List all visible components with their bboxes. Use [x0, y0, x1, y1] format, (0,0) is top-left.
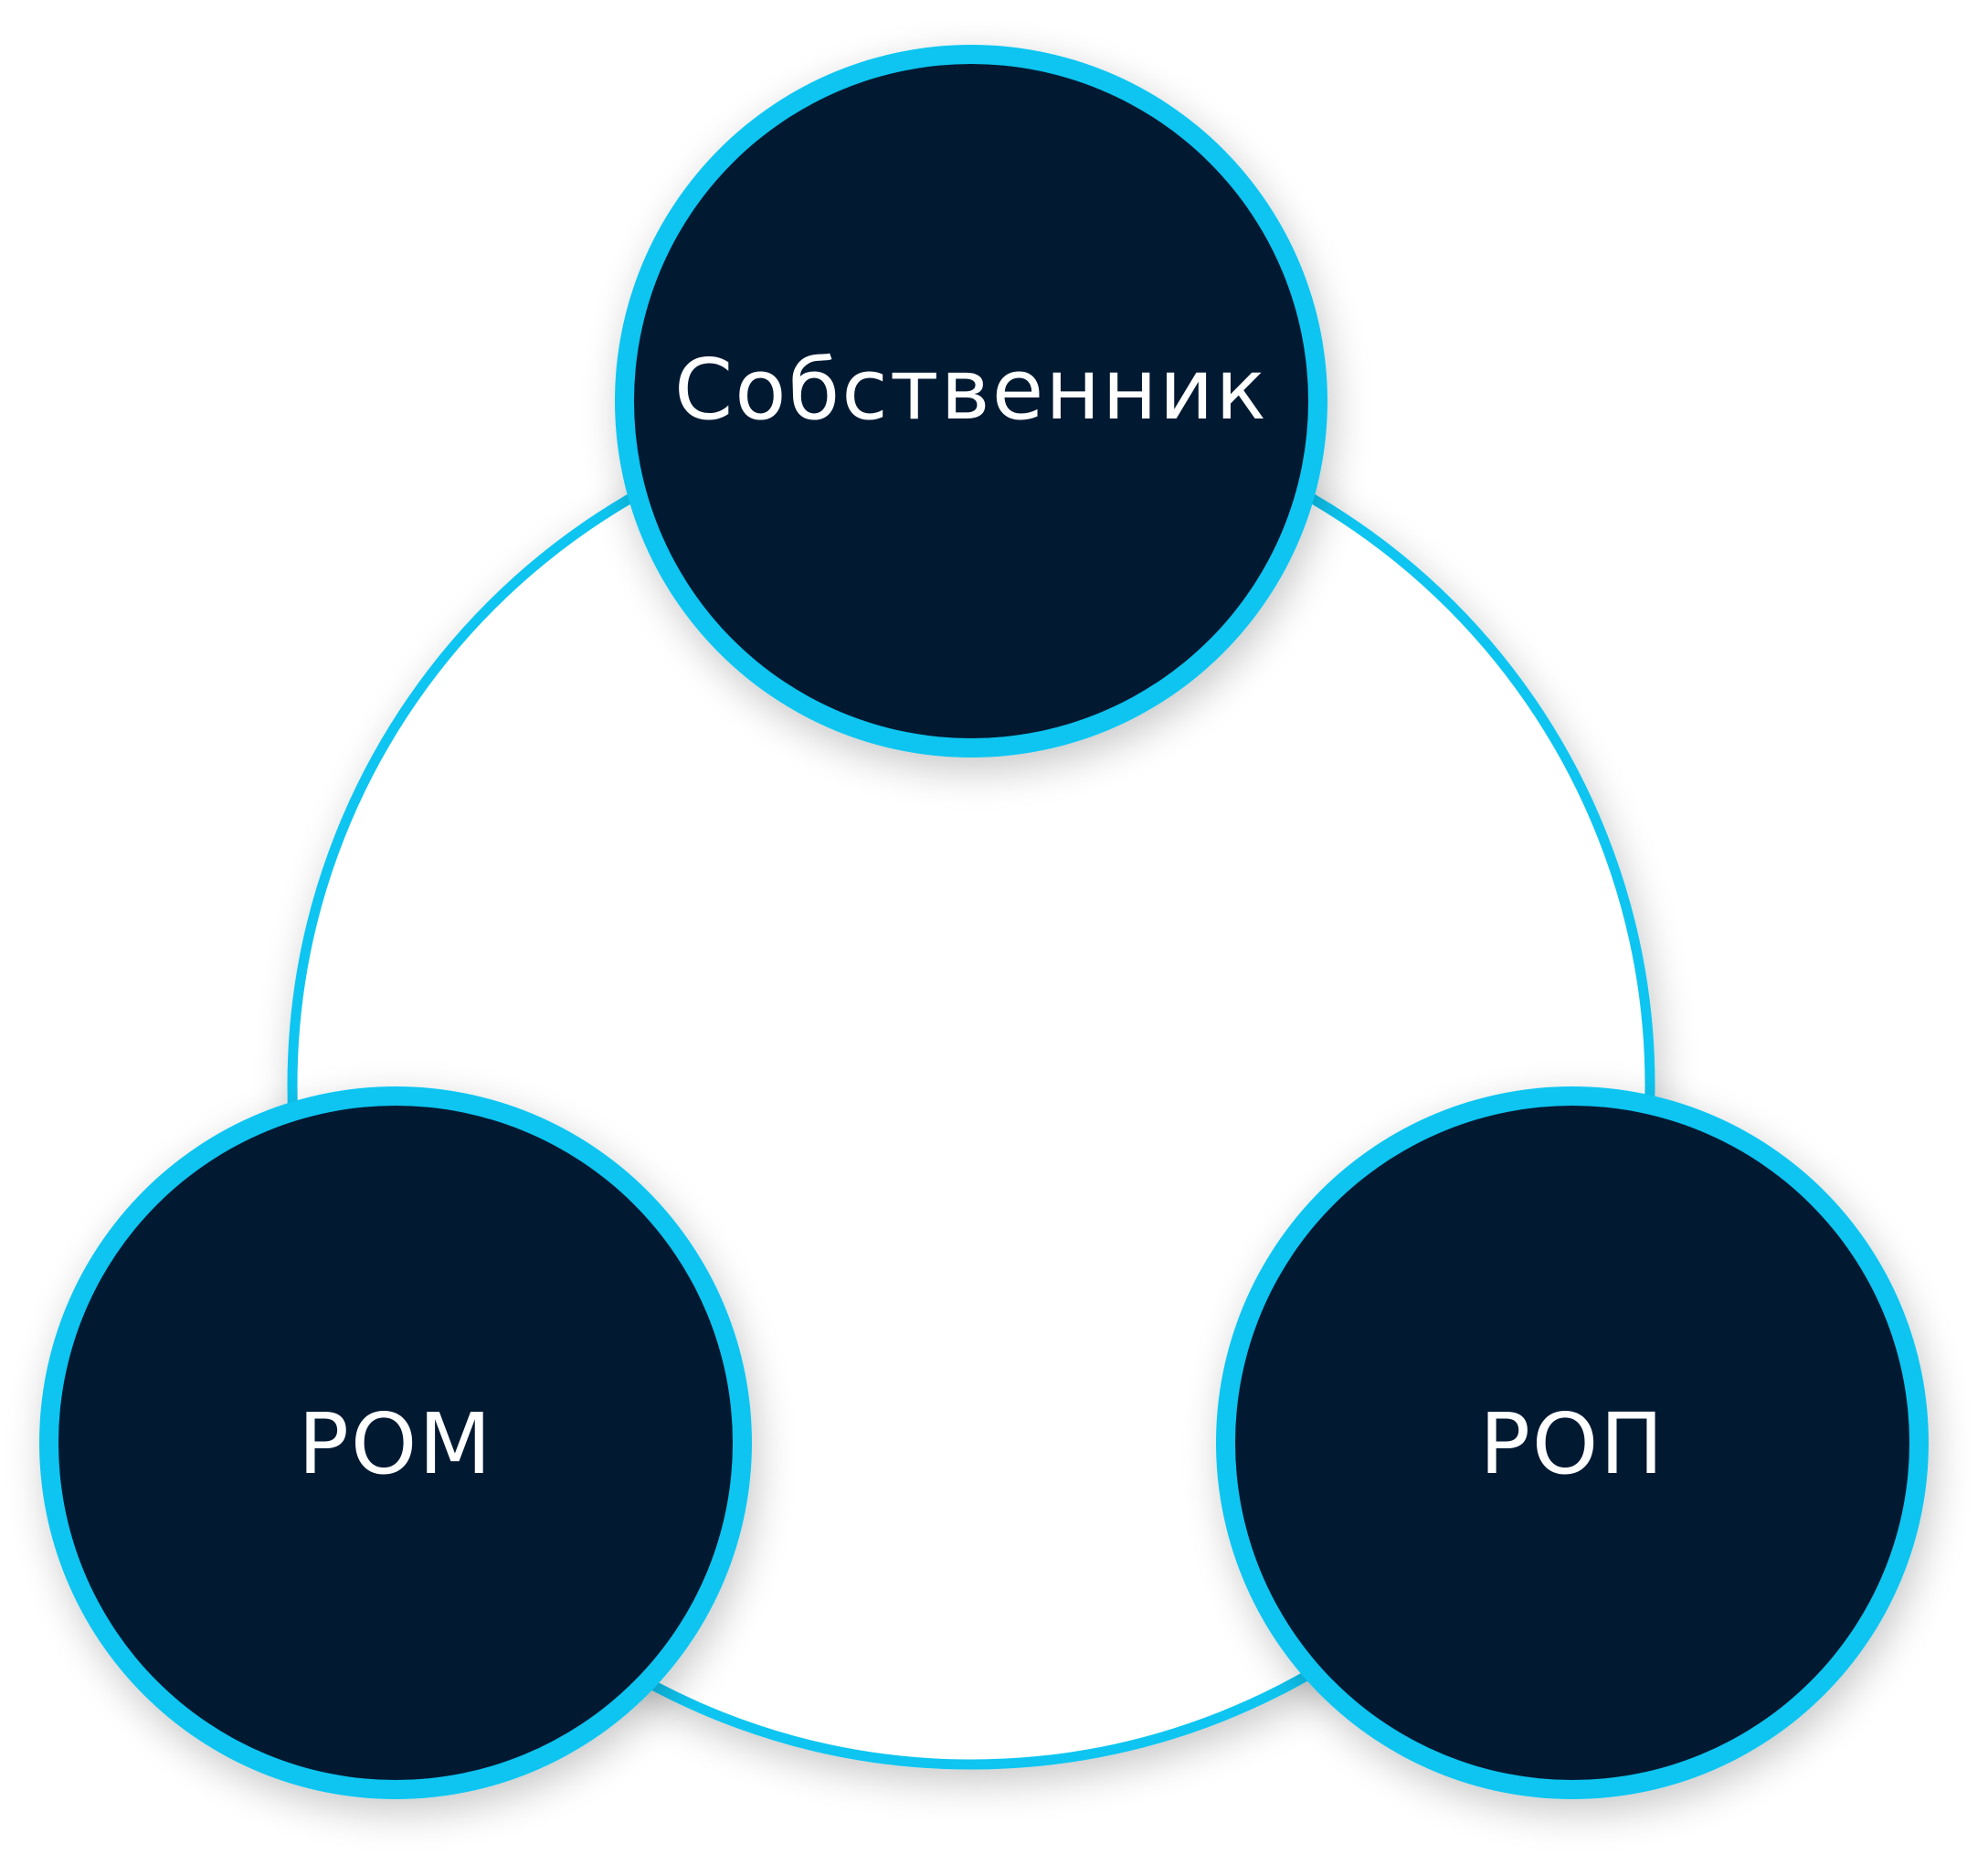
- node-rop-label: РОП: [1479, 1395, 1665, 1493]
- node-rom-label: РОМ: [298, 1395, 492, 1493]
- node-owner-label: Собственник: [674, 341, 1268, 439]
- node-rop: РОП: [1216, 1086, 1929, 1799]
- node-owner: Собственник: [615, 45, 1327, 757]
- node-rom: РОМ: [39, 1086, 752, 1799]
